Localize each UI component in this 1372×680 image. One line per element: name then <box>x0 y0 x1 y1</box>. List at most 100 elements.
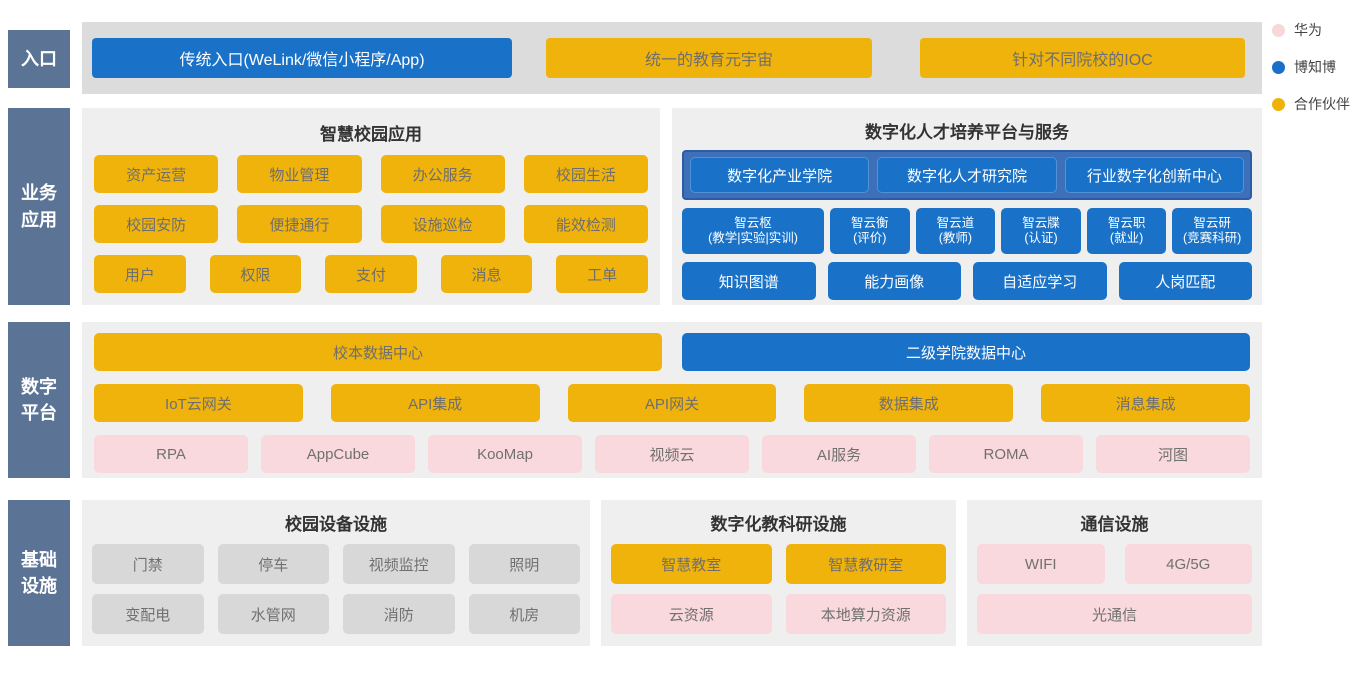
entry-traditional-block: 传统入口(WeLink/微信小程序/App) <box>92 38 512 78</box>
facilities-row-1: 门禁 停车 视频监控 照明 <box>92 544 580 584</box>
huawei-service-block: AppCube <box>261 435 415 473</box>
comm-block: 4G/5G <box>1125 544 1253 584</box>
service-name: 智云研 <box>1193 216 1231 231</box>
smart-campus-panel: 智慧校园应用 资产运营 物业管理 办公服务 校园生活 校园安防 便捷通行 设施巡… <box>82 108 660 305</box>
zhiyun-service-row: 智云枢 (教学|实验|实训) 智云衡 (评价) 智云道 (教师) 智云牒 (认证… <box>682 208 1252 254</box>
comm-block: 光通信 <box>977 594 1252 634</box>
integration-row: IoT云网关 API集成 API网关 数据集成 消息集成 <box>94 384 1250 422</box>
service-name: 智云牒 <box>1022 216 1060 231</box>
campus-block: 校园安防 <box>94 205 218 243</box>
campus-block: 资产运营 <box>94 155 218 193</box>
service-block: 智云研 (竞赛科研) <box>1172 208 1252 254</box>
digital-talent-panel: 数字化人才培养平台与服务 数字化产业学院 数字化人才研究院 行业数字化创新中心 … <box>672 108 1262 305</box>
facility-block: 变配电 <box>92 594 204 634</box>
entry-ioc-block: 针对不同院校的IOC <box>920 38 1245 78</box>
research-facilities-panel: 数字化教科研设施 智慧教室 智慧教研室 云资源 本地算力资源 <box>601 500 956 646</box>
huawei-service-block: 视频云 <box>595 435 749 473</box>
service-sub: (就业) <box>1110 231 1143 246</box>
legend-label: 华为 <box>1294 20 1322 40</box>
yellow-dot-icon <box>1272 98 1285 111</box>
legend-item-partner: 合作伙伴 <box>1272 94 1350 114</box>
communication-row-2: 光通信 <box>977 594 1252 634</box>
research-block: 智慧教室 <box>611 544 772 584</box>
service-sub: (评价) <box>853 231 886 246</box>
legend: 华为 博知博 合作伙伴 <box>1272 20 1350 114</box>
campus-block: 消息 <box>441 255 533 293</box>
service-name: 智云枢 <box>734 216 772 231</box>
service-block: 智云职 (就业) <box>1087 208 1167 254</box>
legend-item-huawei: 华为 <box>1272 20 1350 40</box>
data-center-row: 校本数据中心 二级学院数据中心 <box>94 333 1250 371</box>
research-facilities-title: 数字化教科研设施 <box>611 510 946 535</box>
service-name: 智云职 <box>1108 216 1146 231</box>
legend-item-bozhibo: 博知博 <box>1272 57 1350 77</box>
layer-label-business: 业务应用 <box>8 108 70 305</box>
facility-block: 停车 <box>218 544 330 584</box>
blue-dot-icon <box>1272 61 1285 74</box>
campus-block: 设施巡检 <box>381 205 505 243</box>
research-block: 本地算力资源 <box>786 594 947 634</box>
comm-block: WIFI <box>977 544 1105 584</box>
pink-dot-icon <box>1272 24 1285 37</box>
campus-facilities-title: 校园设备设施 <box>92 510 580 535</box>
huawei-service-block: RPA <box>94 435 248 473</box>
capability-block: 自适应学习 <box>973 262 1107 300</box>
layer-label-platform: 数字平台 <box>8 322 70 478</box>
layer-label-entry: 入口 <box>8 30 70 88</box>
communication-panel: 通信设施 WIFI 4G/5G 光通信 <box>967 500 1262 646</box>
capability-block: 知识图谱 <box>682 262 816 300</box>
capability-block: 人岗匹配 <box>1119 262 1253 300</box>
huawei-service-row: RPA AppCube KooMap 视频云 AI服务 ROMA 河图 <box>94 435 1250 473</box>
entry-band: 传统入口(WeLink/微信小程序/App) 统一的教育元宇宙 针对不同院校的I… <box>82 22 1262 94</box>
legend-label: 合作伙伴 <box>1294 94 1350 114</box>
huawei-service-block: AI服务 <box>762 435 916 473</box>
academy-block: 数字化人才研究院 <box>877 157 1056 193</box>
service-name: 智云道 <box>937 216 975 231</box>
campus-row-3: 用户 权限 支付 消息 工单 <box>94 255 648 293</box>
research-row-2: 云资源 本地算力资源 <box>611 594 946 634</box>
capability-block: 能力画像 <box>828 262 962 300</box>
facilities-row-2: 变配电 水管网 消防 机房 <box>92 594 580 634</box>
campus-block: 校园生活 <box>524 155 648 193</box>
campus-block: 能效检测 <box>524 205 648 243</box>
infrastructure-band: 校园设备设施 门禁 停车 视频监控 照明 变配电 水管网 消防 机房 数字化教科… <box>82 500 1262 646</box>
campus-facilities-panel: 校园设备设施 门禁 停车 视频监控 照明 变配电 水管网 消防 机房 <box>82 500 590 646</box>
facility-block: 照明 <box>469 544 581 584</box>
huawei-service-block: KooMap <box>428 435 582 473</box>
campus-block: 办公服务 <box>381 155 505 193</box>
facility-block: 视频监控 <box>343 544 455 584</box>
campus-row-2: 校园安防 便捷通行 设施巡检 能效检测 <box>94 205 648 243</box>
digital-talent-title: 数字化人才培养平台与服务 <box>682 118 1252 143</box>
communication-title: 通信设施 <box>977 510 1252 535</box>
campus-block: 用户 <box>94 255 186 293</box>
service-block: 智云牒 (认证) <box>1001 208 1081 254</box>
huawei-service-block: 河图 <box>1096 435 1250 473</box>
college-data-center-block: 二级学院数据中心 <box>682 333 1250 371</box>
capability-row: 知识图谱 能力画像 自适应学习 人岗匹配 <box>682 262 1252 300</box>
research-block: 智慧教研室 <box>786 544 947 584</box>
school-data-center-block: 校本数据中心 <box>94 333 662 371</box>
academy-block: 数字化产业学院 <box>690 157 869 193</box>
campus-block: 权限 <box>210 255 302 293</box>
huawei-service-block: ROMA <box>929 435 1083 473</box>
service-block: 智云道 (教师) <box>916 208 996 254</box>
campus-block: 工单 <box>556 255 648 293</box>
integration-block: API集成 <box>331 384 540 422</box>
research-row-1: 智慧教室 智慧教研室 <box>611 544 946 584</box>
campus-block: 便捷通行 <box>237 205 361 243</box>
research-block: 云资源 <box>611 594 772 634</box>
campus-block: 物业管理 <box>237 155 361 193</box>
service-sub: (认证) <box>1024 231 1057 246</box>
integration-block: 数据集成 <box>804 384 1013 422</box>
service-block: 智云枢 (教学|实验|实训) <box>682 208 824 254</box>
service-sub: (教学|实验|实训) <box>708 231 798 246</box>
campus-row-1: 资产运营 物业管理 办公服务 校园生活 <box>94 155 648 193</box>
communication-row-1: WIFI 4G/5G <box>977 544 1252 584</box>
legend-label: 博知博 <box>1294 57 1336 77</box>
facility-block: 门禁 <box>92 544 204 584</box>
smart-campus-title: 智慧校园应用 <box>94 120 648 145</box>
integration-block: IoT云网关 <box>94 384 303 422</box>
integration-block: API网关 <box>568 384 777 422</box>
campus-block: 支付 <box>325 255 417 293</box>
